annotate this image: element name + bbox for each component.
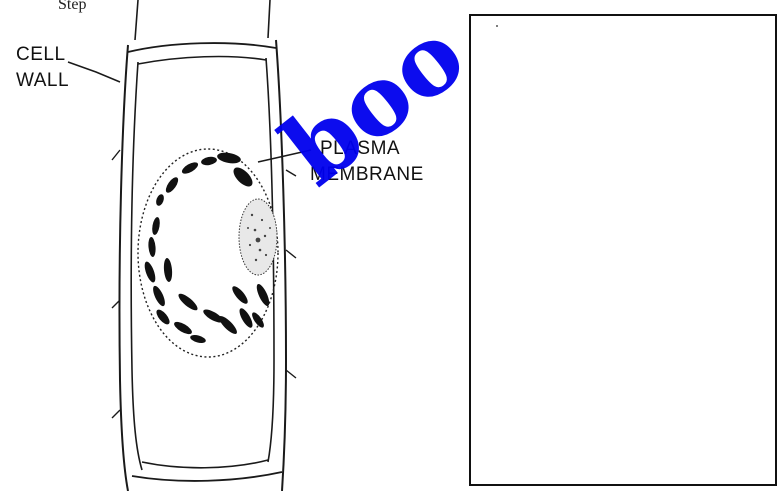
cell-wall-neighbor-top — [135, 0, 270, 40]
cell-wall-label-line1: CELL — [16, 44, 66, 66]
neighbor-wall-right — [286, 170, 296, 378]
cell-wall-outer-left — [119, 45, 128, 491]
cell-wall-bottom — [142, 460, 268, 468]
cell-wall-leader — [68, 62, 120, 82]
cell-wall-label-line2: WALL — [16, 70, 69, 92]
cell-wall-top — [128, 43, 276, 52]
speck — [496, 25, 498, 27]
header-fragment: Step — [58, 0, 86, 14]
nucleus — [239, 199, 277, 275]
cell-wall-inner-left — [131, 62, 142, 470]
cell-wall-top-inner — [138, 57, 266, 64]
answer-box — [470, 15, 776, 485]
cell-wall-bottom-outer — [132, 472, 282, 481]
